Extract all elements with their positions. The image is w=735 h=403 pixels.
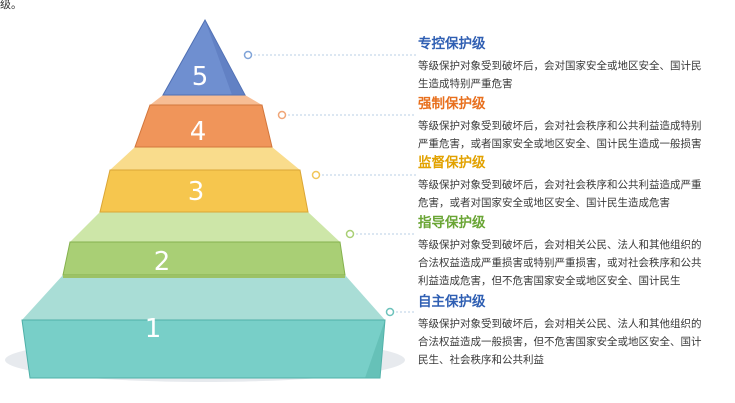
tier-5-side [205,20,245,95]
tier-3-number: 3 [188,177,205,207]
tier-4-front [134,104,273,148]
tier-1 [21,275,386,379]
level-3-block: 监督保护级 等级保护对象受到破坏后，会对社会秩序和公共利益造成严重危害，或者对国… [418,155,708,212]
tier-2-face-lower [63,275,345,278]
dot-3 [311,170,321,180]
connector-dots [243,50,395,317]
tier-3-front [99,169,309,213]
tier-2-front [62,241,346,276]
level-2-title: 指导保护级 [418,215,486,231]
tier-3 [99,147,309,213]
tier-4 [134,95,273,148]
level-3-title: 监督保护级 [418,155,486,171]
level-2-description: 等级保护对象受到破坏后，会对相关公民、法人和其他组织的合法权益造成严重损害或特别… [418,239,702,287]
top-text-fragment: 级。 [0,0,22,11]
level-1-title: 自主保护级 [418,294,486,310]
tier-1-top-face [22,275,385,320]
tier-2-number: 2 [154,247,171,277]
level-4-title: 强制保护级 [418,96,486,112]
dot-5 [243,50,253,60]
tier-1-side [365,320,385,378]
dot-1 [385,307,395,317]
level-4-description: 等级保护对象受到破坏后，会对社会秩序和公共利益造成特别严重危害，或者国家安全或地… [418,120,702,150]
dot-4 [277,110,287,120]
tier-3-top-face [110,147,300,170]
tier-1-front [21,319,386,379]
level-5-block: 专控保护级 等级保护对象受到破坏后，会对国家安全或地区安全、国计民生造成特别严重… [418,36,708,93]
dot-2 [345,229,355,239]
level-2-block: 指导保护级 等级保护对象受到破坏后，会对相关公民、法人和其他组织的合法权益造成严… [418,215,708,290]
tier-2 [62,212,346,278]
level-1-block: 自主保护级 等级保护对象受到破坏后，会对相关公民、法人和其他组织的合法权益造成一… [418,294,708,369]
tier-5-number: 5 [192,62,209,92]
level-4-block: 强制保护级 等级保护对象受到破坏后，会对社会秩序和公共利益造成特别严重危害，或者… [418,96,708,153]
connectors [250,54,416,313]
level-5-description: 等级保护对象受到破坏后，会对国家安全或地区安全、国计民生造成特别严重危害 [418,60,702,90]
tier-2-top-face [70,212,340,242]
level-5-title: 专控保护级 [418,36,486,52]
tier-5 [162,18,246,96]
tier-4-number: 4 [190,117,207,147]
tier-4-top-face [150,95,262,105]
tier-1-number: 1 [145,314,162,344]
level-1-description: 等级保护对象受到破坏后，会对相关公民、法人和其他组织的合法权益造成一般损害，但不… [418,318,702,366]
level-3-description: 等级保护对象受到破坏后，会对社会秩序和公共利益造成严重危害，或者对国家安全或地区… [418,179,702,209]
